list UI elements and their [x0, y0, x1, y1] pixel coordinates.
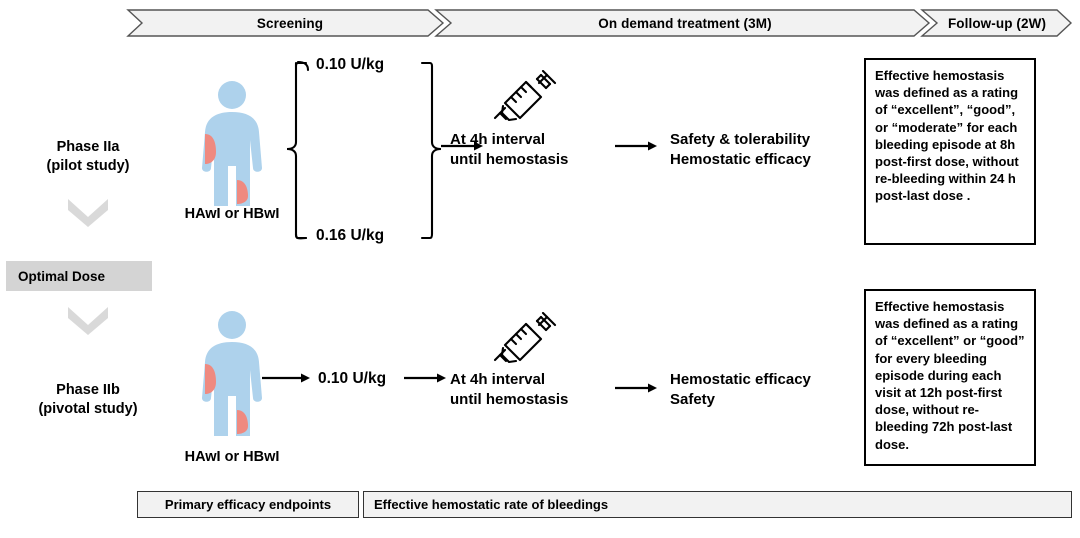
timeline-segment-label: Screening — [256, 15, 324, 31]
primary-endpoint-value: Effective hemostatic rate of bleedings — [363, 491, 1072, 518]
interval-label-phase-iia: At 4h interval until hemostasis — [450, 131, 569, 168]
syringe-icon-phase-iia — [493, 70, 557, 122]
timeline-segment-label: On demand treatment (3M) — [598, 15, 772, 31]
interval-label-phase-iib: At 4h interval until hemostasis — [450, 371, 569, 408]
phase-iib-name: Phase IIb — [56, 382, 120, 398]
hemostasis-definition-text: Effective hemostasis was defined as a ra… — [875, 68, 1019, 204]
patient-figure-icon-phase-iia — [202, 81, 262, 206]
primary-endpoint-label-text: Primary efficacy endpoints — [164, 497, 332, 512]
primary-endpoint-value-text: Effective hemostatic rate of bleedings — [374, 497, 609, 512]
dose-label-phase-iib: 0.10 U/kg — [318, 370, 387, 387]
bleed-marker-thigh — [237, 180, 248, 204]
arrow-right-icon-interval-to-outcome-phase-iib — [615, 383, 657, 393]
population-label-phase-iia: HAwI or HBwI — [184, 206, 280, 222]
outcomes-label-phase-iia: Safety & tolerability Hemostatic efficac… — [670, 131, 811, 168]
chevron-down-icon-phase-transition — [68, 199, 108, 227]
patient-figure-icon-phase-iib — [202, 311, 262, 436]
bleed-marker-thigh — [237, 410, 248, 434]
hemostasis-definition-box-phase-iib: Effective hemostasis was defined as a ra… — [864, 289, 1036, 466]
bleed-marker-arm — [205, 134, 216, 164]
arrow-right-icon-interval-to-outcome-phase-iia — [615, 141, 657, 151]
hemostasis-definition-box-phase-iia: Effective hemostasis was defined as a ra… — [864, 58, 1036, 245]
timeline-segment-treatment: On demand treatment (3M) — [450, 10, 920, 36]
dose-low-label-phase-iia: 0.16 U/kg — [316, 227, 385, 244]
arrow-right-icon-patient-to-dose-phase-iib — [262, 373, 310, 383]
population-label-phase-iib: HAwI or HBwI — [184, 449, 280, 465]
phase-iia-name: Phase IIa — [56, 139, 120, 155]
hemostasis-definition-text: Effective hemostasis was defined as a ra… — [875, 299, 1025, 452]
phase-iia-label: Phase IIa (pilot study) — [8, 138, 168, 176]
arrow-right-icon-dose-to-interval-phase-iib — [404, 373, 446, 383]
chevron-down-icon-optimal-dose-transition — [68, 307, 108, 335]
timeline-segment-label: Follow-up (2W) — [947, 15, 1047, 31]
optimal-dose-label: Optimal Dose — [18, 268, 106, 284]
bleed-marker-arm — [205, 364, 216, 394]
phase-iib-label: Phase IIb (pivotal study) — [8, 381, 168, 419]
outcomes-label-phase-iib: Hemostatic efficacy Safety — [670, 371, 811, 408]
optimal-dose-box: Optimal Dose — [6, 261, 152, 291]
dose-brace-group-phase-iia — [286, 60, 442, 240]
timeline-segment-screening: Screening — [142, 10, 438, 36]
phase-iib-subtitle: (pivotal study) — [38, 401, 138, 417]
timeline-segment-followup: Follow-up (2W) — [934, 10, 1060, 36]
dose-high-label-phase-iia: 0.10 U/kg — [316, 56, 385, 73]
syringe-icon-phase-iib — [493, 312, 557, 364]
phase-iia-subtitle: (pilot study) — [46, 158, 130, 174]
primary-endpoint-label: Primary efficacy endpoints — [137, 491, 359, 518]
arrow-right-icon-dose-to-interval-phase-iia — [441, 141, 483, 151]
study-timeline: Screening On demand treatment (3M) Follo… — [126, 9, 1073, 37]
timeline-chevron-shapes — [126, 9, 1073, 37]
